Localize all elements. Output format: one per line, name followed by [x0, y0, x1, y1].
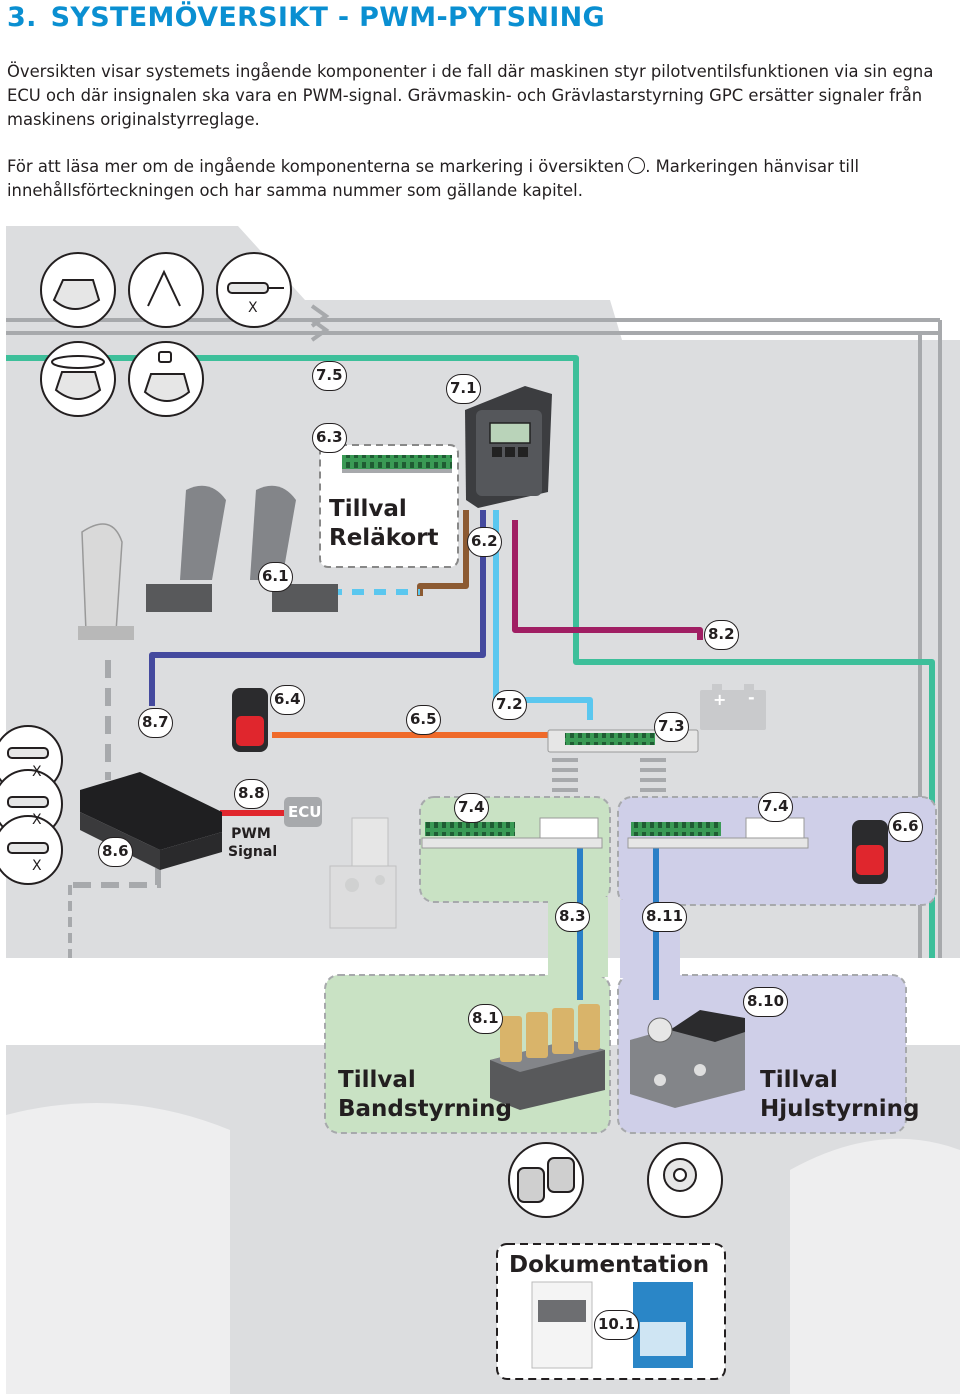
cable-navy — [149, 510, 486, 706]
bucket-rotate-icon — [128, 252, 204, 328]
intro-paragraph-1: Översikten visar systemets ingående komp… — [7, 62, 934, 129]
cable-magenta — [512, 520, 703, 640]
battery — [700, 684, 766, 730]
pwm-signal-label: PWM Signal — [228, 825, 278, 861]
marker-8-10: 8.10 — [743, 987, 789, 1017]
marker-6-1: 6.1 — [258, 562, 293, 592]
pwm-label-line1: PWM — [231, 826, 271, 842]
marker-6-2: 6.2 — [467, 527, 502, 557]
function-icons — [40, 252, 292, 417]
cylinder-icons-left — [0, 725, 63, 885]
ecu-tag-label: ECU — [288, 803, 322, 821]
marker-7-4-right: 7.4 — [758, 792, 793, 822]
rocker-switch-6-4 — [232, 688, 268, 752]
documentation-label: Dokumentation — [509, 1252, 710, 1278]
track-valve-block — [490, 1004, 605, 1110]
intro-p2-text-1: För att läsa mer om de ingående komponen… — [7, 157, 625, 176]
track-label-line1: Tillval — [338, 1067, 416, 1093]
marker-6-3: 6.3 — [312, 423, 347, 453]
cylinder-x-label: X — [248, 300, 258, 316]
intro-p2-text-2: . Markeringen hänvisar till innehållsför… — [7, 157, 860, 200]
marker-7-5: 7.5 — [312, 361, 347, 391]
battery-minus-label: - — [748, 688, 755, 707]
marker-7-4-left: 7.4 — [454, 793, 489, 823]
relay-label-line1: Tillval — [329, 496, 407, 522]
intro-paragraph-2: För att läsa mer om de ingående komponen… — [7, 155, 953, 203]
track-label-line2: Bandstyrning — [338, 1096, 513, 1122]
junction-block-7-4-right — [627, 817, 809, 849]
rocker-switch-6-6 — [852, 820, 888, 884]
relay-label-line2: Reläkort — [329, 525, 439, 551]
wheel-valve-block — [630, 1010, 745, 1108]
track-steering-label: Tillval Bandstyrning — [338, 1066, 512, 1124]
page-heading: 3. SYSTEMÖVERSIKT - PWM-PYTSNING — [7, 2, 605, 33]
marker-8-3: 8.3 — [555, 902, 590, 932]
marker-8-8: 8.8 — [234, 779, 269, 809]
solenoid-valve — [329, 817, 397, 929]
relay-card-device — [342, 455, 452, 473]
marker-6-5: 6.5 — [406, 705, 441, 735]
joysticks — [78, 485, 338, 640]
wheel-label-line1: Tillval — [760, 1067, 838, 1093]
heading-title: SYSTEMÖVERSIKT - PWM-PYTSNING — [50, 2, 605, 33]
bottom-function-icons — [508, 1142, 723, 1218]
marker-8-7: 8.7 — [138, 708, 173, 738]
battery-plus-label: + — [713, 690, 727, 709]
heading-number: 3. — [7, 2, 37, 33]
marker-6-6: 6.6 — [888, 812, 923, 842]
left-x-label-1: X — [32, 764, 42, 780]
junction-block-7-3 — [547, 729, 699, 792]
marker-6-4: 6.4 — [270, 685, 305, 715]
wheel-steering-label: Tillval Hjulstyrning — [760, 1066, 920, 1124]
control-unit-device — [465, 386, 552, 508]
marker-7-1: 7.1 — [446, 374, 481, 404]
marker-8-1: 8.1 — [468, 1004, 503, 1034]
marker-7-2: 7.2 — [492, 690, 527, 720]
relay-card-box — [319, 444, 459, 568]
marker-10-1: 10.1 — [594, 1310, 640, 1340]
cable-lightblue — [493, 510, 593, 720]
marker-8-2: 8.2 — [704, 620, 739, 650]
cable-green — [6, 355, 935, 958]
wheel-label-line2: Hjulstyrning — [760, 1096, 920, 1122]
relay-card-label: Tillval Reläkort — [329, 495, 439, 553]
left-x-label-3: X — [32, 858, 42, 874]
marker-circle-icon — [628, 157, 646, 174]
marker-7-3: 7.3 — [654, 712, 689, 742]
left-x-label-2: X — [32, 812, 42, 828]
ecu-tag — [284, 797, 322, 827]
pwm-label-line2: Signal — [228, 844, 278, 860]
junction-block-7-4-left — [421, 817, 603, 849]
marker-8-6: 8.6 — [98, 837, 133, 867]
marker-8-11: 8.11 — [642, 902, 688, 932]
machine-cutouts — [6, 1103, 960, 1394]
manual-covers — [531, 1281, 693, 1369]
